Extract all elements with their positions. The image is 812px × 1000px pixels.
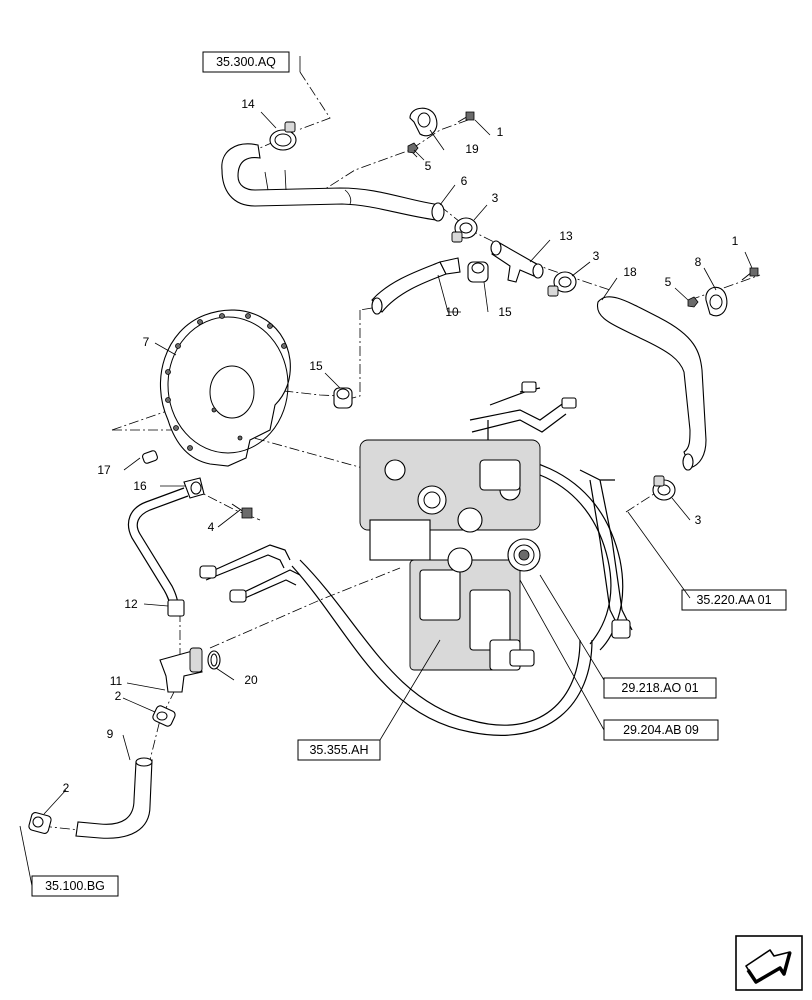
- clamp-3-a: [451, 217, 478, 243]
- reference-label: 35.355.AH: [309, 743, 368, 757]
- clamp-15-bottom: [333, 387, 353, 409]
- hose-18: [596, 296, 707, 471]
- clamp-3-c: [652, 475, 676, 501]
- clamp-2-bottom: [28, 812, 52, 834]
- clamp-19: [409, 107, 438, 137]
- callout-1: 1: [497, 125, 504, 139]
- reference-box-35220AA01[interactable]: 35.220.AA 01: [681, 589, 787, 611]
- reference-box-35355AH[interactable]: 35.355.AH: [297, 739, 381, 761]
- o-ring-20: [207, 650, 221, 670]
- screw-1-right: [741, 267, 759, 281]
- reference-label: 35.220.AA 01: [696, 593, 771, 607]
- pin-17: [142, 450, 158, 464]
- reference-box-29218AO01[interactable]: 29.218.AO 01: [603, 677, 717, 699]
- nut-5-top: [407, 142, 419, 154]
- reference-box-35100BG[interactable]: 35.100.BG: [31, 875, 119, 897]
- tee-fitting-13: [490, 240, 544, 283]
- callouts: 14 1 19 5 6 3 13 3 18 1 8 5 10 15 7 15 1…: [63, 97, 739, 795]
- callout-3: 3: [593, 249, 600, 263]
- clamp-14: [269, 121, 297, 151]
- elbow-fitting-11: [159, 647, 203, 693]
- callout-11: 11: [110, 674, 123, 688]
- hose-6: [221, 143, 445, 222]
- callout-15: 15: [498, 305, 512, 319]
- screw-1-top: [457, 111, 475, 123]
- callout-18: 18: [623, 265, 637, 279]
- callout-2: 2: [115, 689, 122, 703]
- callout-2: 2: [63, 781, 70, 795]
- hose-9: [75, 757, 153, 839]
- hose-10: [371, 257, 461, 315]
- callout-15: 15: [309, 359, 323, 373]
- reference-label: 29.204.AB 09: [623, 723, 699, 737]
- reference-box-29204AB09[interactable]: 29.204.AB 09: [603, 719, 719, 741]
- callout-9: 9: [107, 727, 114, 741]
- cover-plate-bolt-holes: [165, 313, 287, 451]
- callout-12: 12: [124, 597, 138, 611]
- callout-14: 14: [241, 97, 255, 111]
- callout-3: 3: [492, 191, 499, 205]
- callout-10: 10: [445, 305, 459, 319]
- tube-12: [127, 487, 189, 617]
- cover-plate-7: [160, 309, 291, 467]
- callout-6: 6: [461, 174, 468, 188]
- callout-19: 19: [465, 142, 479, 156]
- callout-1: 1: [732, 234, 739, 248]
- reference-label: 35.100.BG: [45, 879, 105, 893]
- reference-label: 29.218.AO 01: [621, 681, 698, 695]
- reference-box-35300AQ[interactable]: 35.300.AQ: [202, 51, 290, 73]
- callout-17: 17: [97, 463, 111, 477]
- screw-4: [231, 503, 253, 519]
- callout-3: 3: [695, 513, 702, 527]
- clamp-2-middle: [152, 705, 176, 727]
- leader-lines: [19, 56, 753, 887]
- callout-16: 16: [133, 479, 147, 493]
- clamp-3-b: [547, 271, 577, 297]
- callout-5: 5: [665, 275, 672, 289]
- callout-13: 13: [559, 229, 573, 243]
- callout-4: 4: [208, 520, 215, 534]
- clamp-15-top: [467, 261, 489, 283]
- next-page-arrow-icon[interactable]: [735, 935, 803, 991]
- fitting-16: [183, 477, 205, 499]
- reference-label: 35.300.AQ: [216, 55, 276, 69]
- clamp-8: [705, 286, 728, 317]
- nut-5-right: [687, 296, 699, 308]
- callout-7: 7: [143, 335, 150, 349]
- callout-5: 5: [425, 159, 432, 173]
- callout-8: 8: [695, 255, 702, 269]
- callout-20: 20: [244, 673, 258, 687]
- hydraulic-pump-assembly: [199, 381, 633, 736]
